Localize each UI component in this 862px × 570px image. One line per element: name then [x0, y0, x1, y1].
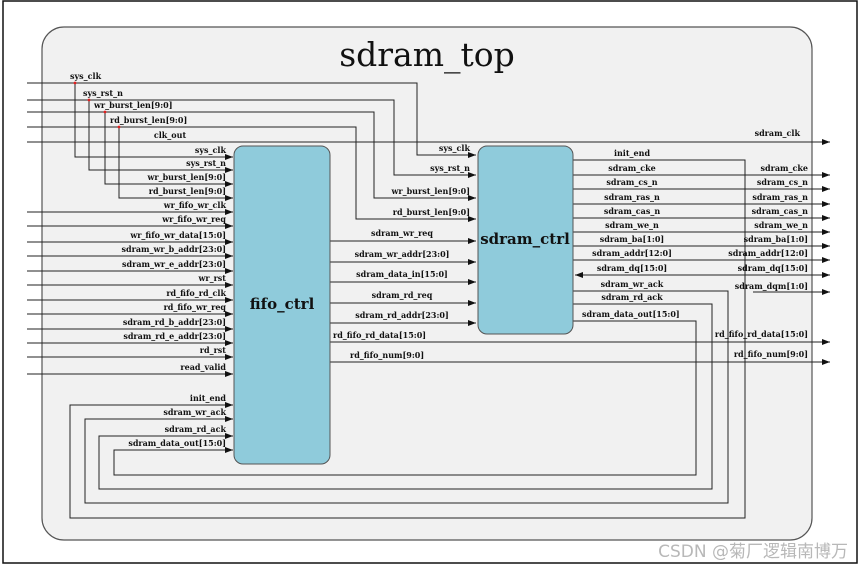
top-output-label: sdram_we_n: [754, 220, 808, 230]
fifo-ctrl-label: fifo_ctrl: [250, 295, 315, 313]
fifo-ctrl-input-label: rd_rst: [200, 345, 227, 355]
sdram-ctrl-output-label: sdram_cke: [608, 163, 655, 173]
fifo-ctrl-input-label: sdram_rd_b_addr[23:0]: [123, 317, 226, 327]
input-wire: [27, 99, 476, 178]
top-output-label: sdram_dqm[1:0]: [735, 281, 808, 291]
fifo-ctrl-input-label: rd_fifo_rd_clk: [166, 288, 226, 298]
sdram-ctrl-label: sdram_ctrl: [480, 230, 570, 248]
sdram-ctrl-output-label: sdram_cas_n: [604, 206, 661, 216]
top-module-title: sdram_top: [339, 35, 515, 75]
top-input-label: sys_rst_n: [83, 88, 123, 98]
sdram-ctrl-output-label: sdram_we_n: [605, 220, 659, 230]
top-input-label: wr_burst_len[9:0]: [93, 100, 173, 110]
fifo-ctrl-input-label: sys_clk: [195, 145, 227, 155]
fifo-ctrl-input-label: sdram_rd_ack: [165, 424, 227, 434]
fifo-ctrl-input-label: wr_burst_len[9:0]: [146, 172, 226, 182]
top-output-label: rd_fifo_rd_data[15:0]: [715, 329, 808, 339]
input-tap-wire: [88, 100, 233, 173]
sdram-ctrl-input-label: sdram_data_in[15:0]: [356, 269, 448, 279]
fifo-ctrl-input-label: wr_fifo_wr_req: [161, 214, 226, 224]
top-output-label: sdram_ba[1:0]: [744, 234, 808, 244]
fifo-ctrl-input-label: sdram_wr_e_addr[23:0]: [122, 259, 226, 269]
fifo-ctrl-output-label: rd_fifo_num[9:0]: [350, 350, 424, 360]
junction-dot: [87, 98, 91, 102]
top-output-label: sdram_cke: [761, 163, 808, 173]
top-input-label: sys_clk: [70, 71, 102, 81]
fifo-ctrl-input-label: sys_rst_n: [186, 158, 226, 168]
sdram-ctrl-input-label: sys_rst_n: [430, 163, 470, 173]
top-output-label: sdram_cs_n: [757, 177, 808, 187]
sdram-ctrl-output-label: sdram_rd_ack: [601, 292, 663, 302]
sdram-ctrl-input-label: wr_burst_len[9:0]: [390, 186, 470, 196]
top-output-label: sdram_clk: [755, 128, 801, 138]
input-wire: [27, 126, 476, 222]
top-output-label: rd_fifo_num[9:0]: [734, 349, 808, 359]
input-wire: [27, 111, 476, 201]
top-input-label: clk_out: [154, 130, 187, 140]
top-output-label: sdram_ras_n: [752, 192, 808, 202]
sdram-ctrl-input-label: sdram_rd_addr[23:0]: [355, 310, 449, 320]
top-output-label: sdram_cas_n: [752, 206, 809, 216]
input-tap-wire: [104, 112, 233, 187]
feedback-wire: [98, 303, 713, 490]
feedback-wire: [84, 290, 729, 504]
input-wire: [27, 82, 476, 158]
fifo-ctrl-input-label: sdram_rd_e_addr[23:0]: [123, 331, 226, 341]
sdram-ctrl-output-label: sdram_dq[15:0]: [597, 263, 667, 273]
sdram-ctrl-module: [477, 145, 574, 335]
fifo-ctrl-input-label: wr_fifo_wr_data[15:0]: [129, 230, 226, 240]
fifo-ctrl-input-label: rd_fifo_wr_req: [164, 302, 227, 312]
fifo-ctrl-input-label: sdram_wr_b_addr[23:0]: [122, 244, 226, 254]
fifo-ctrl-input-label: rd_burst_len[9:0]: [149, 186, 226, 196]
input-tap-wire: [74, 83, 233, 160]
sdram-ctrl-input-label: rd_burst_len[9:0]: [393, 207, 470, 217]
junction-dot: [117, 125, 121, 129]
fifo-ctrl-input-label: wr_fifo_wr_clk: [163, 200, 227, 210]
top-input-label: rd_burst_len[9:0]: [110, 115, 187, 125]
fifo-ctrl-input-label: wr_rst: [197, 273, 226, 283]
top-output-label: sdram_addr[12:0]: [728, 248, 808, 258]
sdram-ctrl-output-label: sdram_addr[12:0]: [592, 248, 672, 258]
fifo-ctrl-output-label: rd_fifo_rd_data[15:0]: [333, 330, 426, 340]
sdram-ctrl-input-label: sys_clk: [439, 143, 471, 153]
sdram-ctrl-output-label: sdram_ras_n: [604, 192, 660, 202]
sdram-ctrl-output-label: sdram_cs_n: [606, 177, 657, 187]
junction-dot: [103, 110, 107, 114]
feedback-wire: [69, 159, 746, 519]
sdram-ctrl-output-label: init_end: [614, 148, 650, 158]
sdram-ctrl-input-label: sdram_wr_addr[23:0]: [355, 249, 450, 259]
input-tap-wire: [118, 127, 233, 201]
sdram-ctrl-input-label: sdram_rd_req: [372, 290, 433, 300]
sdram-ctrl-output-label: sdram_ba[1:0]: [600, 234, 664, 244]
fifo-ctrl-input-label: sdram_wr_ack: [163, 407, 226, 417]
sdram-ctrl-output-label: sdram_data_out[15:0]: [582, 309, 680, 319]
fifo-ctrl-input-label: read_valid: [180, 362, 226, 372]
feedback-wire: [113, 320, 697, 476]
sdram-ctrl-input-label: sdram_wr_req: [371, 228, 433, 238]
junction-dot: [73, 81, 77, 85]
sdram-ctrl-output-label: sdram_wr_ack: [601, 279, 664, 289]
top-output-label: sdram_dq[15:0]: [738, 263, 808, 273]
fifo-ctrl-input-label: init_end: [190, 393, 226, 403]
fifo-ctrl-input-label: sdram_data_out[15:0]: [128, 438, 226, 448]
watermark: CSDN @菊厂逻辑南博万: [658, 542, 848, 562]
fifo-ctrl-module: [233, 145, 331, 465]
